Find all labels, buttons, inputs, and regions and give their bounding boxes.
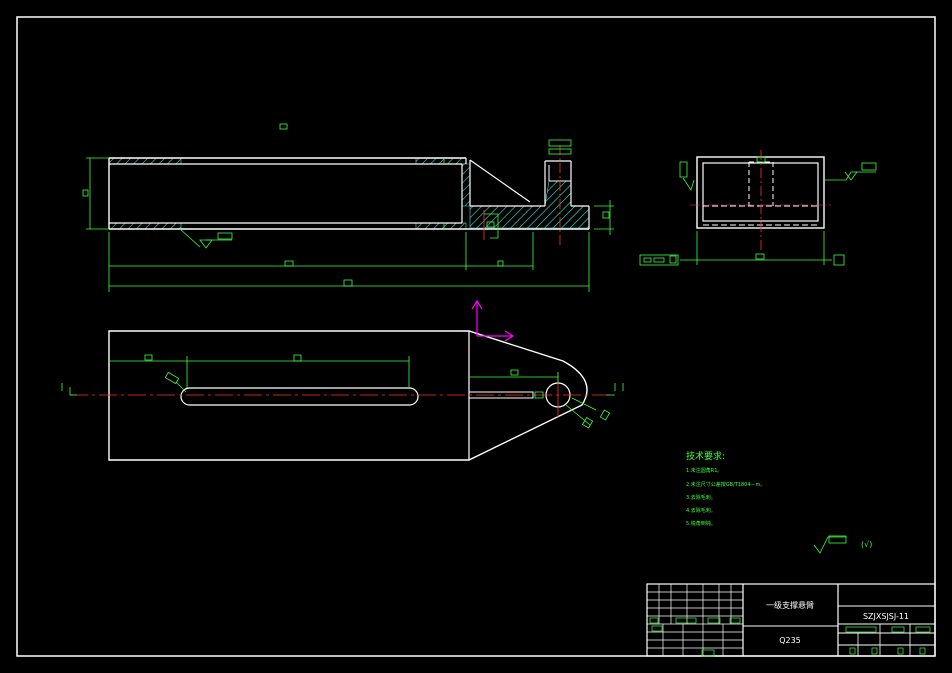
front-view-hatch-top-right xyxy=(415,157,467,165)
tech-req-item: 3.去除毛刺。 xyxy=(686,494,716,501)
front-view-dimensions xyxy=(82,123,614,292)
tech-req-item: 1.未注圆角R1。 xyxy=(686,467,722,474)
front-view-hatch-bottom-left xyxy=(108,222,182,230)
front-view xyxy=(108,145,590,245)
side-view xyxy=(639,150,877,266)
tech-req-heading: 技术要求: xyxy=(686,450,725,462)
front-view-hatch-top-left xyxy=(108,157,182,165)
drawing-border xyxy=(16,16,936,657)
tech-req-item: 5.锐角倒钝。 xyxy=(686,520,716,527)
material: Q235 xyxy=(779,636,801,645)
technical-requirements: 技术要求: 1.未注圆角R1。 2.未注尺寸公差按GB/T1804－m。 3.去… xyxy=(686,450,765,527)
front-view-hatch-end xyxy=(461,163,471,207)
tech-req-item: 2.未注尺寸公差按GB/T1804－m。 xyxy=(686,481,765,488)
ucs-icon xyxy=(471,299,515,342)
drawing-code: SZJXSJSJ-11 xyxy=(863,612,909,621)
tech-req-item: 4.去除毛刺。 xyxy=(686,507,716,514)
title-block: 一级支撑悬臂 Q235 SZJXSJSJ-11 xyxy=(646,583,936,657)
roughness-symbol xyxy=(813,535,847,554)
roughness-note: (√) xyxy=(861,540,872,549)
front-view-hatch-bottom-right xyxy=(415,222,467,230)
part-name: 一级支撑悬臂 xyxy=(766,600,814,610)
top-view xyxy=(61,299,624,461)
